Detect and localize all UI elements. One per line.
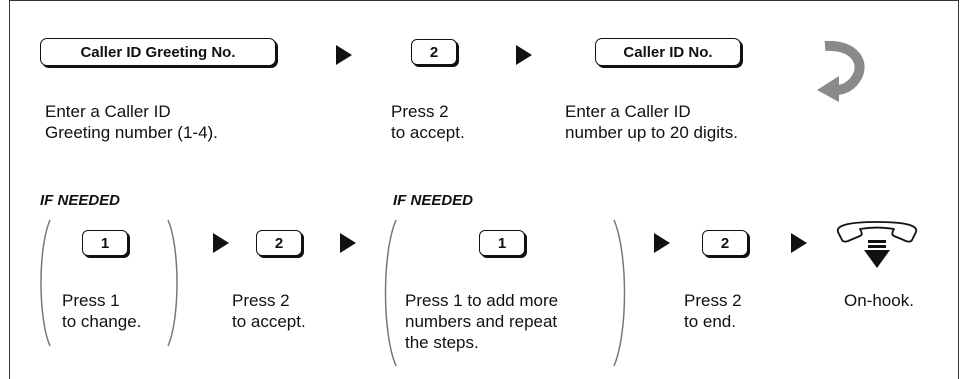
instruction-panel — [9, 0, 959, 379]
key-2: 2 — [702, 230, 748, 256]
caller-id-greeting-no-key: Caller ID Greeting No. — [40, 38, 276, 66]
right-paren-bracket — [167, 219, 178, 347]
step-press-1-add-more-desc: Press 1 to add more numbers and repeat t… — [405, 291, 559, 352]
key-1: 1 — [479, 230, 525, 256]
left-paren-bracket — [384, 219, 397, 367]
step-enter-greeting-number-desc: Enter a Caller ID Greeting number (1-4). — [45, 102, 218, 142]
step-press-2-end-desc: Press 2 to end. — [684, 291, 742, 331]
step-press-1-change-desc: Press 1 to change. — [62, 291, 142, 331]
next-arrow-icon — [516, 45, 532, 65]
step-enter-caller-id-desc: Enter a Caller ID number up to 20 digits… — [565, 102, 738, 142]
right-paren-bracket — [613, 219, 626, 367]
next-arrow-icon — [654, 233, 670, 253]
key-1: 1 — [82, 230, 128, 256]
caller-id-no-key: Caller ID No. — [595, 38, 741, 66]
step-press-2-accept-desc: Press 2 to accept. — [232, 291, 306, 331]
key-2: 2 — [256, 230, 302, 256]
step-press-2-accept-desc: Press 2 to accept. — [391, 102, 465, 142]
return-arrow-icon — [817, 40, 865, 102]
next-arrow-icon — [213, 233, 229, 253]
if-needed-label: IF NEEDED — [393, 192, 474, 209]
left-paren-bracket — [40, 219, 51, 347]
if-needed-label: IF NEEDED — [40, 192, 121, 209]
key-2: 2 — [411, 39, 457, 65]
next-arrow-icon — [336, 45, 352, 65]
handset-on-hook-icon — [836, 221, 918, 268]
step-on-hook-desc: On-hook. — [844, 291, 914, 310]
next-arrow-icon — [340, 233, 356, 253]
next-arrow-icon — [791, 233, 807, 253]
